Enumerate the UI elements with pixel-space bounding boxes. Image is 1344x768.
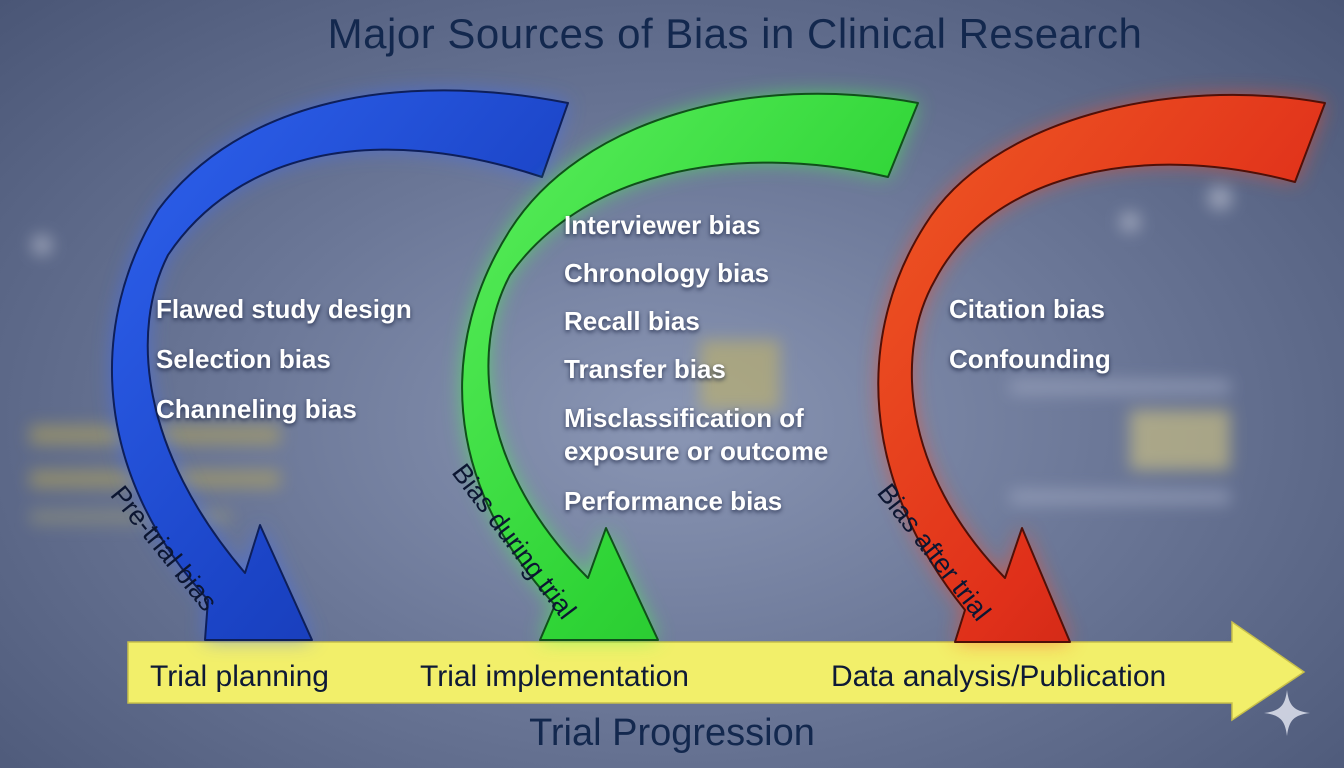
list-item: Transfer bias <box>564 354 726 384</box>
progress-label: Trial Progression <box>529 712 815 754</box>
list-item: Confounding <box>949 344 1111 374</box>
list-item: Selection bias <box>156 344 331 374</box>
list-item: Chronology bias <box>564 258 770 288</box>
list-item: Recall bias <box>564 306 700 336</box>
sparkle-icon <box>1264 690 1310 736</box>
progress-arrow <box>127 620 1306 722</box>
pre-trial-bias-list: Flawed study design Selection bias Chann… <box>156 284 412 434</box>
stage-label-implementation: Trial implementation <box>420 660 689 693</box>
list-item: Performance bias <box>564 486 783 516</box>
list-item: Citation bias <box>949 294 1106 324</box>
stage-label-analysis: Data analysis/Publication <box>831 660 1167 693</box>
list-item: Flawed study design <box>156 294 412 324</box>
stage-label-planning: Trial planning <box>150 660 329 693</box>
page-title: Major Sources of Bias in Clinical Resear… <box>327 10 1143 57</box>
after-trial-bias-list: Citation bias Confounding <box>949 284 1111 384</box>
list-item: Interviewer bias <box>564 210 761 240</box>
list-item-line-2: exposure or outcome <box>564 436 829 466</box>
blurred-background <box>30 186 1232 524</box>
arrow-after-trial <box>877 93 1326 643</box>
list-item: Channeling bias <box>156 394 357 424</box>
arrow-pre-trial <box>111 89 569 641</box>
during-trial-bias-list: Interviewer bias Chronology bias Recall … <box>564 210 828 534</box>
list-item-line-1: Misclassification of <box>564 403 804 433</box>
arrow-during-trial <box>461 92 919 641</box>
